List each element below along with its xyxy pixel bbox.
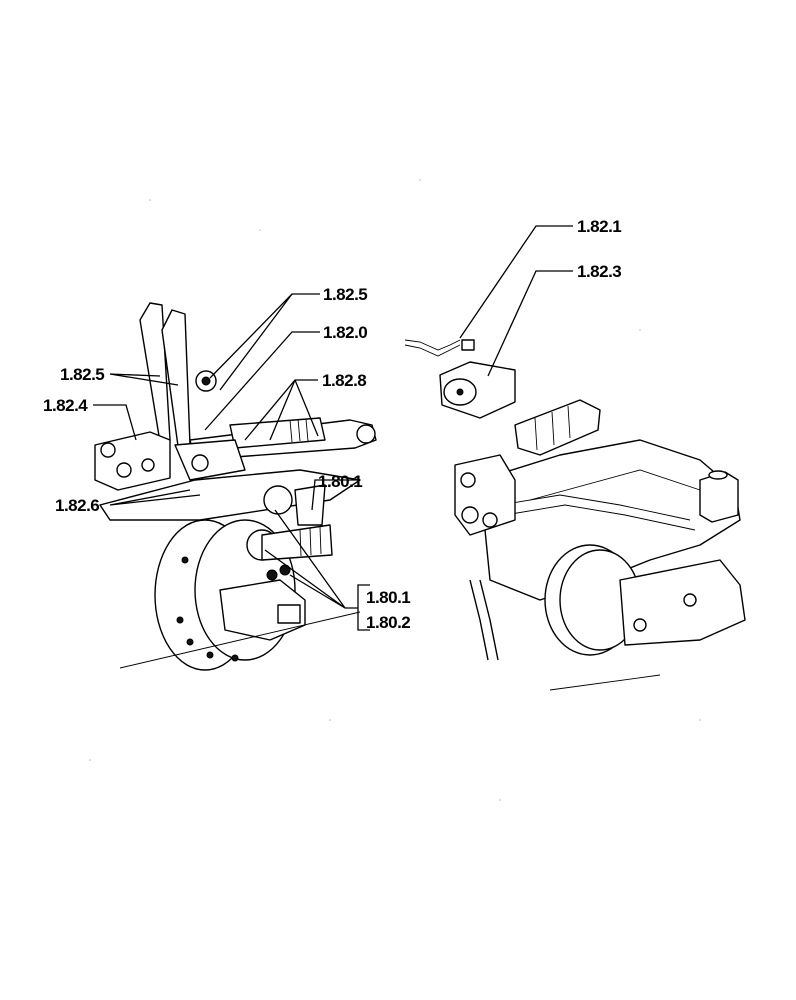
control-lever-2 (161, 309, 191, 447)
reservoir-cap (708, 470, 728, 480)
drive-shaft (261, 524, 333, 561)
hitch-base-plate (99, 469, 361, 521)
transmission-housing (479, 439, 741, 601)
lift-arm-end (356, 424, 376, 444)
housing-detail (529, 469, 701, 501)
shaft-splines (299, 526, 322, 557)
bracket-slot (277, 604, 301, 624)
control-valve-block (94, 431, 171, 491)
lever-fitting-center (201, 376, 211, 386)
block-port-2 (461, 506, 479, 524)
hydraulic-pipe (404, 339, 461, 351)
callout-1-80-1-bottom: 1.80.1 (366, 588, 410, 607)
callout-1-82-3: 1.82.3 (577, 262, 621, 281)
pipe-fitting (461, 339, 475, 351)
callout-1-82-5-left: 1.82.5 (60, 365, 104, 384)
valve-port-3 (141, 458, 155, 472)
left-assembly (94, 302, 377, 671)
pump-bolt (456, 388, 464, 396)
right-assembly (404, 339, 746, 691)
valve-sections (534, 405, 571, 451)
housing-pipes (499, 494, 696, 531)
callout-1-82-6: 1.82.6 (55, 496, 99, 515)
callout-1-82-0: 1.82.0 (323, 323, 367, 342)
ground-line (119, 611, 361, 669)
valve-port-2 (116, 462, 132, 478)
support-bracket (294, 484, 326, 526)
axle-bolt (683, 593, 697, 607)
drive-gear-upper (263, 485, 293, 515)
block-port-1 (460, 472, 476, 488)
distributor-body (174, 439, 246, 481)
callout-1-82-8: 1.82.8 (322, 371, 366, 390)
hydraulic-pipe-2 (404, 344, 461, 357)
callout-1-82-4: 1.82.4 (43, 396, 88, 415)
scan-noise (89, 179, 701, 801)
front-pipe (469, 579, 499, 661)
callout-1-82-1: 1.82.1 (577, 217, 621, 236)
axle-tube (619, 559, 746, 646)
cylinder-ribs (289, 418, 309, 443)
small-gear (266, 569, 278, 581)
housing-bolts (176, 556, 239, 662)
callout-1-80-1-top: 1.80.1 (318, 472, 362, 491)
distributor-port (191, 454, 209, 472)
axle-base-line (549, 674, 661, 691)
valve-port-1 (100, 442, 116, 458)
callout-1-82-5-top: 1.82.5 (323, 285, 367, 304)
callout-1-80-2: 1.80.2 (366, 613, 410, 632)
valve-stack (514, 399, 601, 456)
axle-bolt-2 (633, 618, 647, 632)
block-port-3 (482, 512, 498, 528)
leader-lines (93, 225, 573, 631)
